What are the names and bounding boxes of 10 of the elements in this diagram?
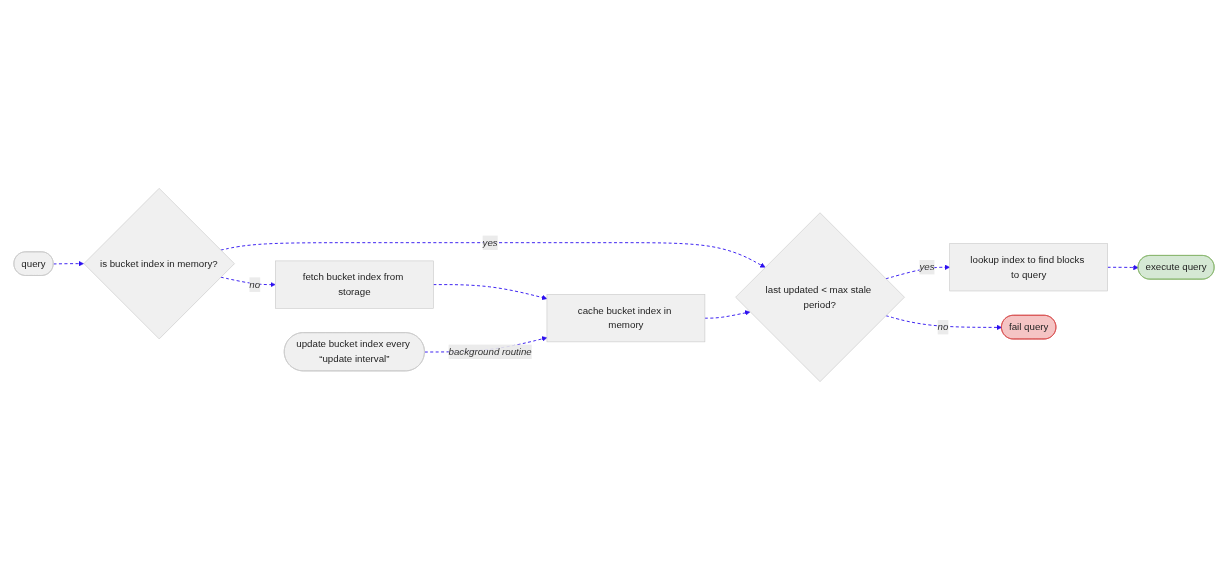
edge-label: yes [482,236,498,248]
edge-label: no [248,278,260,289]
node-box: cache bucket index in memory [546,293,705,342]
node-box: fetch bucket index from storage [274,260,434,309]
node-diamond: last updated < max stale period? [734,211,905,382]
node-box: lookup index to find blocks to query [948,242,1108,291]
edge-label: background routine [448,345,532,357]
node-diamond: is bucket index in memory? [83,187,235,339]
edge-label: yes [918,261,935,272]
edge-label: no [937,321,948,332]
